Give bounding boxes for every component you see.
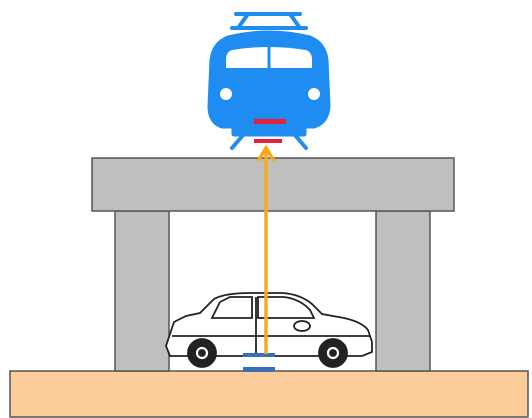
bridge-pillar-right bbox=[376, 211, 430, 371]
bridge-deck bbox=[92, 158, 454, 211]
train-front-icon bbox=[208, 14, 330, 148]
train-reader-lower bbox=[254, 139, 282, 143]
train-headlight-right bbox=[308, 88, 320, 100]
train-headlight-left bbox=[220, 88, 232, 100]
bridge-pillar-left bbox=[115, 211, 169, 371]
car-tag-lower bbox=[243, 367, 275, 372]
car-wheel-rear bbox=[319, 339, 347, 367]
train-pantograph bbox=[232, 14, 306, 28]
car-mirror bbox=[294, 321, 310, 331]
train-body bbox=[208, 31, 330, 128]
car-tag-upper bbox=[243, 353, 275, 357]
train-reader-upper bbox=[254, 119, 286, 124]
car-wheel-front bbox=[188, 339, 216, 367]
ground bbox=[10, 371, 528, 417]
